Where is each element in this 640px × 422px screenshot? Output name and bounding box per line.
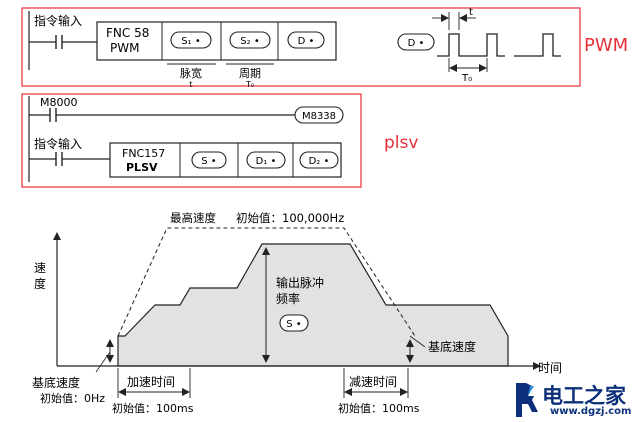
plsv-coil-label: M8338 [302, 111, 336, 122]
watermark-title: 电工之家 [542, 384, 626, 408]
pwm-operand-s1-label: S₁ • [181, 36, 200, 47]
pwm-wave-operand-label: D • [408, 38, 425, 49]
pwm-input-contact [55, 35, 63, 49]
plsv-m8338-coil [294, 106, 344, 124]
plsv-m8000-contact [49, 108, 57, 122]
base-speed-right-label: 基底速度 [428, 339, 476, 354]
output-freq-label-1: 输出脉冲 [276, 275, 324, 290]
plsv-tag: plsv [384, 133, 418, 153]
pwm-tag: PWM [584, 35, 628, 56]
pwm-instr-name: PWM [110, 41, 139, 55]
pwm-wave-T0-label: T₀ [461, 73, 472, 84]
time-axis-label: 时间 [538, 361, 562, 375]
speed-profile-area [117, 243, 509, 367]
pwm-input-label: 指令输入 [34, 13, 82, 28]
pwm-width-label: 脉宽 [180, 66, 202, 80]
pwm-operand-s2 [229, 31, 271, 49]
pwm-ladder-block: 指令输入 FNC 58 PWM S₁ • S₂ • D • 脉宽 t 周期 T₀… [21, 7, 628, 89]
plsv-operand-d2-label: D₂ • [309, 156, 330, 167]
lightning-logo-icon [516, 383, 538, 417]
plsv-input-label: 指令输入 [34, 136, 82, 151]
base-speed-left-label: 基底速度 [32, 375, 80, 390]
pwm-instr-code: FNC 58 [106, 26, 149, 40]
pwm-operand-d-label: D • [298, 36, 315, 47]
plsv-highlight-frame [21, 93, 362, 188]
pwm-waveform-right [514, 33, 561, 57]
plsv-input-contact [55, 152, 63, 166]
decel-time-label: 减速时间 [349, 375, 397, 389]
pwm-highlight-frame [21, 7, 581, 87]
decel-time-init: 初始值：100ms [338, 401, 420, 415]
profile-operand-s [279, 314, 309, 332]
pwm-period-sub: T₀ [245, 80, 254, 89]
max-speed-init-value: 初始值：100,000Hz [236, 211, 344, 225]
profile-operand-s-label: S • [286, 319, 301, 330]
output-freq-label-2: 频率 [276, 291, 300, 306]
pwm-operand-s2-label: S₂ • [240, 36, 259, 47]
pwm-wave-t-label: t [469, 7, 473, 18]
watermark-url: www.dgzj.com [550, 406, 632, 417]
plsv-operand-d2 [299, 151, 339, 169]
pwm-operand-s1 [170, 31, 212, 49]
accel-time-init: 初始值：100ms [112, 401, 194, 415]
speed-axis-label-1: 速 [34, 261, 46, 275]
plsv-contact-label: M8000 [40, 96, 78, 109]
plsv-operand-s-label: S • [201, 156, 216, 167]
plsv-instr-code: FNC157 [122, 147, 165, 160]
max-speed-envelope [117, 227, 416, 337]
max-speed-label: 最高速度 [170, 211, 216, 225]
plsv-instr-name: PLSV [126, 161, 158, 174]
plsv-operand-s [191, 151, 227, 169]
pwm-wave-operand [397, 33, 435, 51]
pwm-operand-d [287, 31, 325, 49]
site-watermark: 电工之家 www.dgzj.com [512, 380, 638, 420]
plsv-ladder-block: M8000 M8338 指令输入 FNC157 PLSV S • D₁ • D₂… [21, 93, 418, 188]
plsv-operand-d1-label: D₁ • [256, 156, 277, 167]
accel-time-label: 加速时间 [127, 375, 175, 389]
pwm-width-sub: t [189, 80, 192, 89]
pwm-period-label: 周期 [239, 67, 261, 80]
speed-profile-diagram: 速 度 时间 最高速度 初始值：100,000Hz 输出脉冲 频率 S • 基底… [32, 211, 562, 415]
base-speed-left-init: 初始值：0Hz [40, 391, 105, 405]
plsv-operand-d1 [246, 151, 286, 169]
pwm-waveform-left [437, 33, 505, 57]
speed-axis-label-2: 度 [34, 276, 46, 291]
